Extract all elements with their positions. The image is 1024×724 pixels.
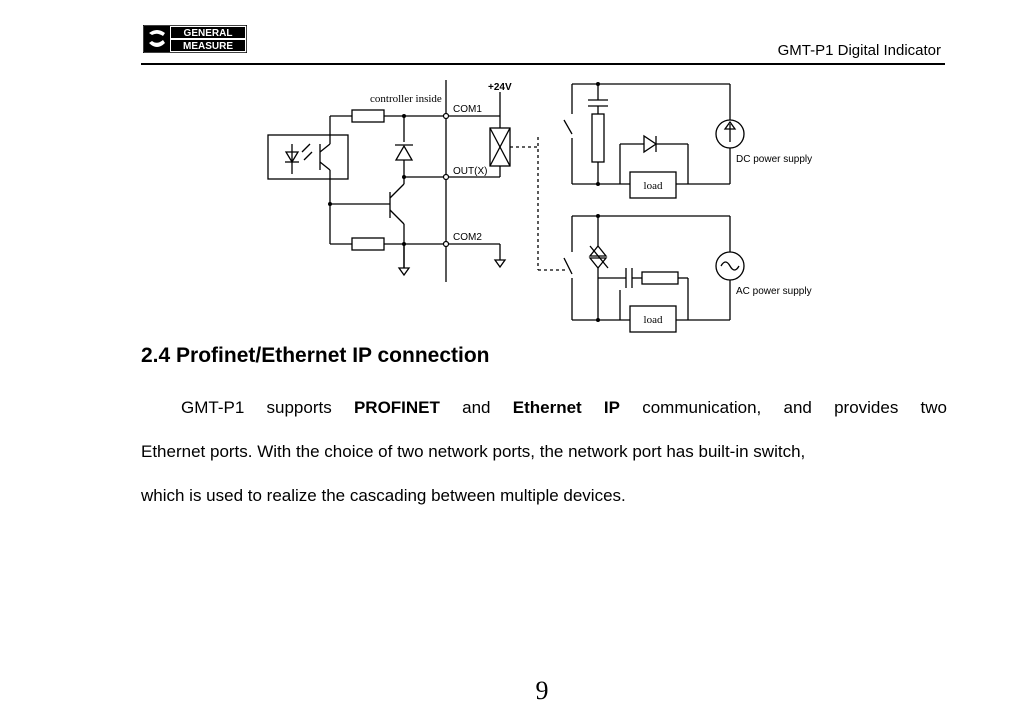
section-heading: 2.4 Profinet/Ethernet IP connection: [141, 344, 490, 367]
paragraph-line-3: which is used to realize the cascading b…: [141, 486, 626, 505]
label-com2: COM2: [453, 232, 482, 243]
header-divider: [141, 63, 945, 65]
text-run: communication, and provides two: [619, 398, 948, 417]
label-com1: COM1: [453, 104, 482, 115]
document-title: GMT-P1 Digital Indicator: [777, 42, 941, 59]
label-controller-inside: controller inside: [370, 93, 442, 105]
label-ac-power-supply: AC power supply: [736, 286, 812, 297]
page-number: 9: [535, 676, 549, 705]
logo-line2: MEASURE: [183, 41, 233, 52]
text-run: and: [439, 398, 513, 417]
label-load-dc: load: [644, 180, 663, 192]
bold-term-profinet: PROFINET: [353, 398, 440, 417]
text-run: GMT-P1 supports: [181, 398, 354, 417]
paragraph-line-1: GMT-P1 supports PROFINET and Ethernet IP…: [141, 386, 947, 430]
logo-line1: GENERAL: [184, 28, 233, 39]
section-body: GMT-P1 supports PROFINET and Ethernet IP…: [141, 386, 947, 518]
output-wiring-diagram: controller inside COM1 OUT(X) COM2 +24V …: [267, 80, 812, 333]
label-dc-power-supply: DC power supply: [736, 154, 812, 165]
bold-term-ethernet-ip: Ethernet IP: [512, 398, 620, 417]
company-logo: GENERAL MEASURE: [143, 25, 247, 53]
optocoupler: [267, 134, 349, 180]
label-24v: +24V: [488, 82, 512, 93]
paragraph-line-2: Ethernet ports. With the choice of two n…: [141, 442, 806, 461]
label-out-x: OUT(X): [453, 166, 487, 177]
label-load-ac: load: [644, 314, 663, 326]
